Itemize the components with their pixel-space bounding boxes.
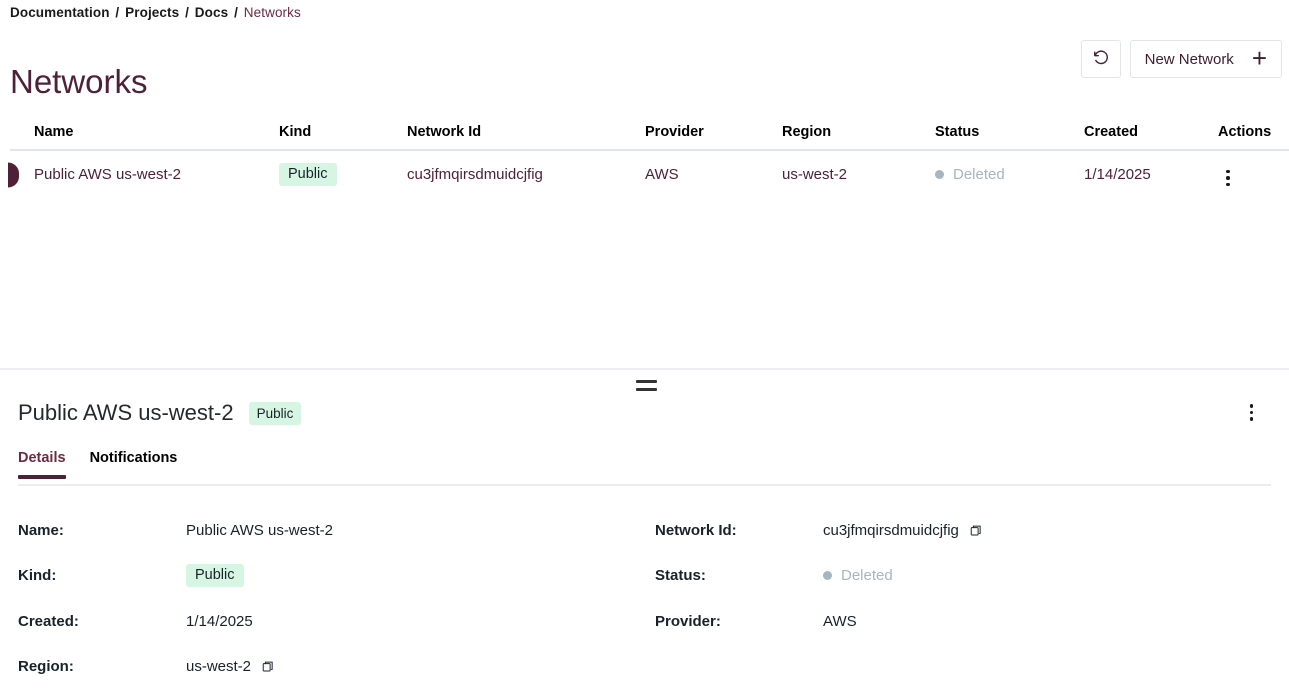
column-header-provider[interactable]: Provider: [645, 123, 704, 140]
tab-details[interactable]: Details: [18, 450, 66, 479]
field-label-created: Created:: [18, 612, 79, 630]
status-badge: Deleted: [935, 166, 1005, 183]
column-header-network-id[interactable]: Network Id: [407, 123, 482, 140]
field-value-provider: AWS: [823, 612, 857, 630]
kind-badge: Public: [279, 163, 337, 186]
cell-created: 1/14/2025: [1084, 166, 1151, 183]
column-header-actions: Actions: [1212, 124, 1285, 142]
table-row[interactable]: Public AWS us-west-2 Public cu3jfmqirsdm…: [0, 151, 1289, 198]
cell-name[interactable]: Public AWS us-west-2: [34, 166, 181, 183]
copy-region-icon[interactable]: [262, 660, 275, 673]
field-network-id: Network Id: cu3jfmqirsdmuidcjfig: [655, 519, 983, 541]
breadcrumb-separator: /: [234, 5, 238, 20]
field-region: Region: us-west-2: [18, 655, 275, 677]
plus-icon: +: [1251, 43, 1267, 73]
column-header-name[interactable]: Name: [34, 123, 74, 140]
field-created: Created: 1/14/2025: [18, 610, 253, 632]
status-dot-icon: [935, 170, 944, 179]
field-value-kind: Public: [186, 563, 244, 587]
field-region-text: us-west-2: [186, 657, 252, 675]
new-network-button[interactable]: New Network +: [1129, 40, 1282, 78]
field-value-network-id: cu3jfmqirsdmuidcjfig: [823, 522, 983, 539]
new-network-label: New Network: [1144, 50, 1234, 68]
cell-network-id: cu3jfmqirsdmuidcjfig: [407, 166, 543, 183]
detail-status-label: Deleted: [841, 566, 893, 584]
status-label: Deleted: [953, 166, 1005, 183]
column-header-created[interactable]: Created: [1084, 123, 1138, 140]
breadcrumb: Documentation / Projects / Docs / Networ…: [10, 5, 301, 20]
header-actions: New Network +: [1080, 40, 1282, 78]
field-label-provider: Provider:: [655, 612, 721, 630]
detail-title: Public AWS us-west-2: [18, 400, 234, 425]
table-header-row: Name Kind Network Id Provider Region Sta…: [0, 112, 1289, 151]
detail-status-dot-icon: [823, 570, 832, 580]
column-header-region[interactable]: Region: [782, 123, 832, 140]
breadcrumb-item-networks[interactable]: Networks: [243, 5, 301, 20]
breadcrumb-separator: /: [115, 5, 120, 20]
field-kind: Kind: Public: [18, 563, 244, 587]
column-header-status[interactable]: Status: [935, 123, 980, 140]
field-status: Status: Deleted: [655, 564, 893, 586]
refresh-icon: [1091, 47, 1111, 72]
page-title: Networks: [10, 63, 148, 101]
detail-field-kind-badge: Public: [186, 563, 244, 587]
field-label-region: Region:: [18, 657, 74, 675]
panel-resize-handle[interactable]: [636, 380, 657, 391]
detail-kind-badge: Public: [248, 401, 302, 425]
refresh-button[interactable]: [1080, 40, 1121, 78]
cell-actions: [1218, 160, 1285, 189]
cell-kind: Public: [279, 163, 407, 186]
kebab-menu-icon[interactable]: [1218, 167, 1238, 190]
cell-region: us-west-2: [782, 166, 848, 183]
column-header-kind[interactable]: Kind: [279, 123, 312, 140]
panel-divider: [0, 368, 1289, 370]
field-label-kind: Kind:: [18, 566, 57, 584]
breadcrumb-item-docs[interactable]: Docs: [194, 5, 229, 20]
detail-kebab-menu-icon[interactable]: [1242, 401, 1262, 424]
field-name: Name: Public AWS us-west-2: [18, 519, 333, 541]
detail-status-badge: Deleted: [823, 567, 893, 584]
breadcrumb-item-documentation[interactable]: Documentation: [10, 5, 110, 20]
row-selected-marker: [8, 162, 19, 187]
detail-panel: Public AWS us-west-2 Public Details Noti…: [0, 392, 1289, 700]
field-value-created: 1/14/2025: [186, 612, 253, 630]
detail-panel-header: Public AWS us-west-2 Public: [0, 392, 1289, 434]
networks-table: Name Kind Network Id Provider Region Sta…: [0, 112, 1289, 198]
breadcrumb-item-projects[interactable]: Projects: [125, 5, 180, 20]
field-label-status: Status:: [655, 566, 706, 584]
field-label-network-id: Network Id:: [655, 521, 737, 539]
tab-notifications[interactable]: Notifications: [89, 450, 178, 466]
field-network-id-text: cu3jfmqirsdmuidcjfig: [823, 521, 959, 539]
field-value-name: Public AWS us-west-2: [186, 521, 333, 539]
cell-provider: AWS: [645, 166, 679, 183]
breadcrumb-separator: /: [185, 5, 189, 20]
field-label-name: Name:: [18, 521, 64, 539]
field-value-status: Deleted: [823, 567, 893, 584]
cell-status: Deleted: [935, 166, 1084, 183]
field-provider: Provider: AWS: [655, 610, 857, 632]
copy-network-id-icon[interactable]: [970, 524, 983, 537]
detail-tabs: Details Notifications: [0, 450, 1289, 486]
field-value-region: us-west-2: [186, 658, 275, 675]
